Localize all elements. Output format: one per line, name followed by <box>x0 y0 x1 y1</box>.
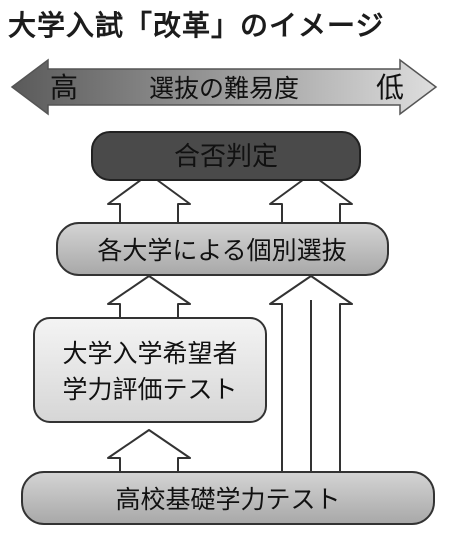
arrow-basic-to-applicant <box>107 429 191 479</box>
applicant-test-label-line2: 学力評価テスト <box>62 375 237 404</box>
diagram-title: 大学入試「改革」のイメージ <box>8 9 385 42</box>
arrow-applicant-to-selection <box>107 275 191 319</box>
individual-selection-box <box>56 222 389 276</box>
scale-center-label: 選抜の難易度 <box>149 74 299 103</box>
scale-high-label: 高 <box>50 71 78 104</box>
basic-test-label: 高校基礎学力テスト <box>115 485 340 514</box>
scale-low-label: 低 <box>376 71 404 104</box>
applicant-test-label-line1: 大学入学希望者 <box>62 339 237 368</box>
arrow-selection-to-decision-right <box>269 173 353 229</box>
arrow-selection-to-decision-left <box>107 173 191 229</box>
individual-selection-label: 各大学による個別選抜 <box>97 236 346 265</box>
final-decision-box <box>91 131 361 181</box>
final-decision-label: 合否判定 <box>174 142 278 172</box>
difficulty-scale-arrow <box>10 58 438 116</box>
applicant-test-box <box>33 317 267 423</box>
basic-test-box <box>21 471 435 525</box>
flow-arrows <box>107 173 353 479</box>
